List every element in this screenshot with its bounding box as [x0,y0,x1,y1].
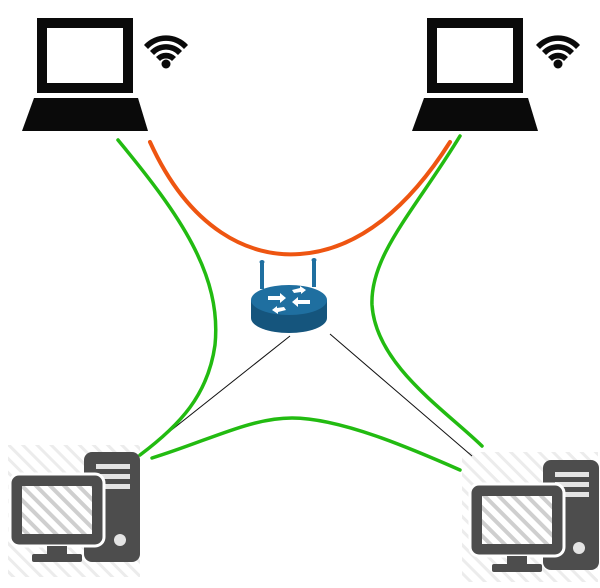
link-laptop-to-laptop [148,140,452,257]
laptop-icon [412,18,538,131]
link-laptop-right-desktop-right [370,134,484,448]
link-desktop-left-desktop-right [150,416,462,472]
wifi-icon [144,35,188,69]
desktop-computer-icon [8,452,140,562]
wireless-router-icon [251,258,327,333]
link-laptop-left-desktop-left [116,138,218,457]
wifi-icon [536,35,580,69]
desktop-computer-icon [468,460,599,572]
wire-router-desktop-right [329,333,473,457]
laptop-icon [22,18,148,131]
